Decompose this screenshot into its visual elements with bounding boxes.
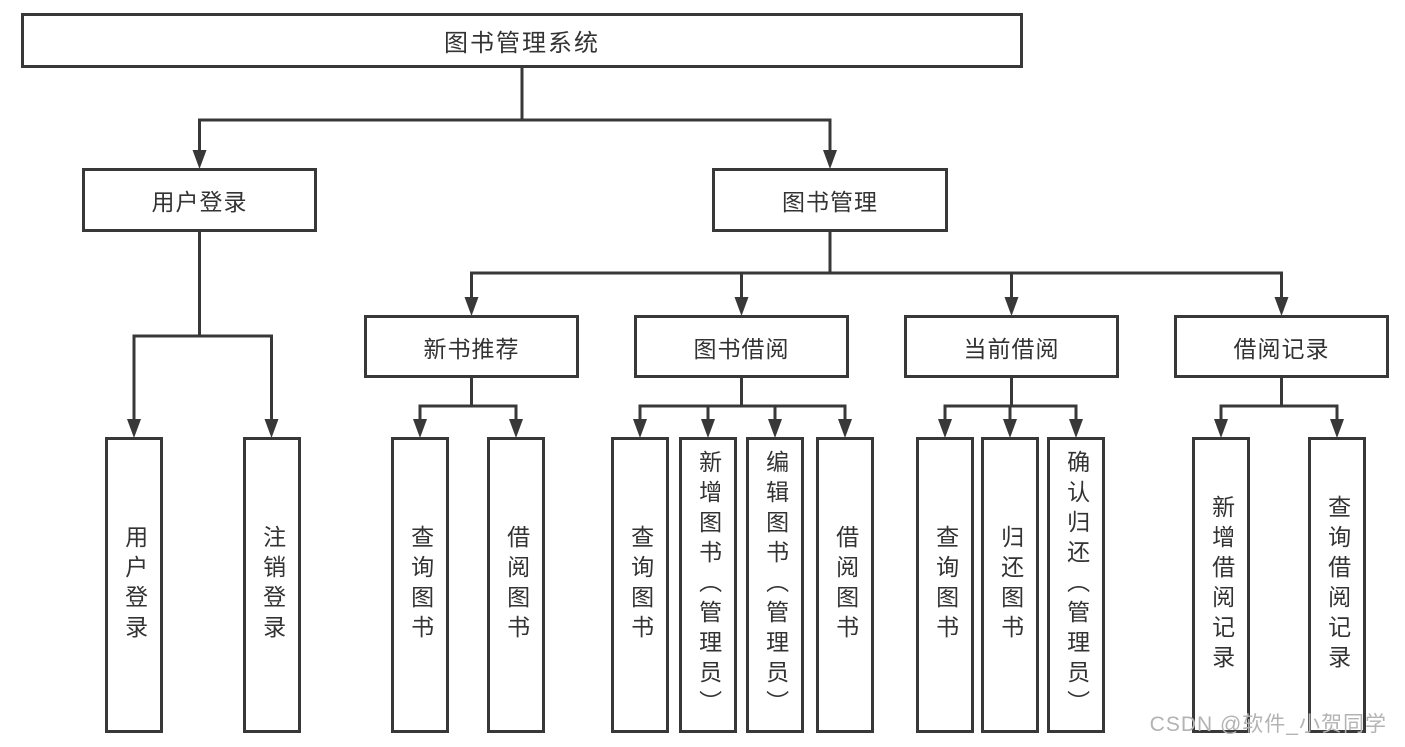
- leaf-query-book-3: 查询图书: [916, 437, 974, 733]
- node-label: 归还图书: [997, 525, 1024, 645]
- node-label: 借阅图书: [503, 525, 530, 645]
- leaf-logout: 注销登录: [243, 437, 301, 733]
- leaf-user-login: 用户登录: [105, 437, 163, 733]
- leaf-confirm-return-admin: 确认归还（管理员）: [1047, 437, 1105, 733]
- node-label: 查询图书: [627, 525, 654, 645]
- node-label: 当前借阅: [963, 335, 1060, 362]
- node-library-system: 图书管理系统: [21, 13, 1023, 68]
- leaf-add-borrow-record: 新增借阅记录: [1192, 437, 1250, 733]
- leaf-query-borrow-record: 查询借阅记录: [1308, 437, 1366, 733]
- node-label: 注销登录: [259, 525, 286, 645]
- node-new-book-recommend: 新书推荐: [364, 315, 579, 378]
- node-label: 借阅图书: [832, 525, 859, 645]
- node-label: 借阅记录: [1233, 335, 1330, 362]
- node-label: 新书推荐: [423, 335, 520, 362]
- leaf-borrow-book-1: 借阅图书: [487, 437, 545, 733]
- node-label: 确认归还（管理员）: [1063, 450, 1090, 720]
- node-borrow-records: 借阅记录: [1174, 315, 1389, 378]
- leaf-return-book: 归还图书: [981, 437, 1039, 733]
- leaf-add-book-admin: 新增图书（管理员）: [679, 437, 737, 733]
- node-book-borrowing: 图书借阅: [634, 315, 849, 378]
- node-label: 用户登录: [151, 189, 248, 215]
- node-label: 编辑图书（管理员）: [762, 450, 789, 720]
- node-label: 图书借阅: [693, 335, 790, 362]
- leaf-query-book-1: 查询图书: [391, 437, 449, 733]
- node-label: 新增图书（管理员）: [695, 450, 722, 720]
- node-label: 图书管理: [782, 189, 878, 215]
- node-label: 查询借阅记录: [1324, 495, 1351, 675]
- node-label: 用户登录: [121, 525, 148, 645]
- node-user-login: 用户登录: [82, 168, 317, 232]
- node-label: 查询图书: [932, 525, 959, 645]
- node-current-borrowing: 当前借阅: [904, 315, 1119, 378]
- leaf-edit-book-admin: 编辑图书（管理员）: [746, 437, 804, 733]
- node-label: 新增借阅记录: [1208, 495, 1235, 675]
- node-label: 查询图书: [407, 525, 434, 645]
- leaf-borrow-book-2: 借阅图书: [816, 437, 874, 733]
- csdn-watermark: CSDN @软件_小贺同学: [1149, 713, 1387, 736]
- leaf-query-book-2: 查询图书: [611, 437, 669, 733]
- node-book-management: 图书管理: [712, 168, 948, 232]
- node-label: 图书管理系统: [444, 30, 600, 57]
